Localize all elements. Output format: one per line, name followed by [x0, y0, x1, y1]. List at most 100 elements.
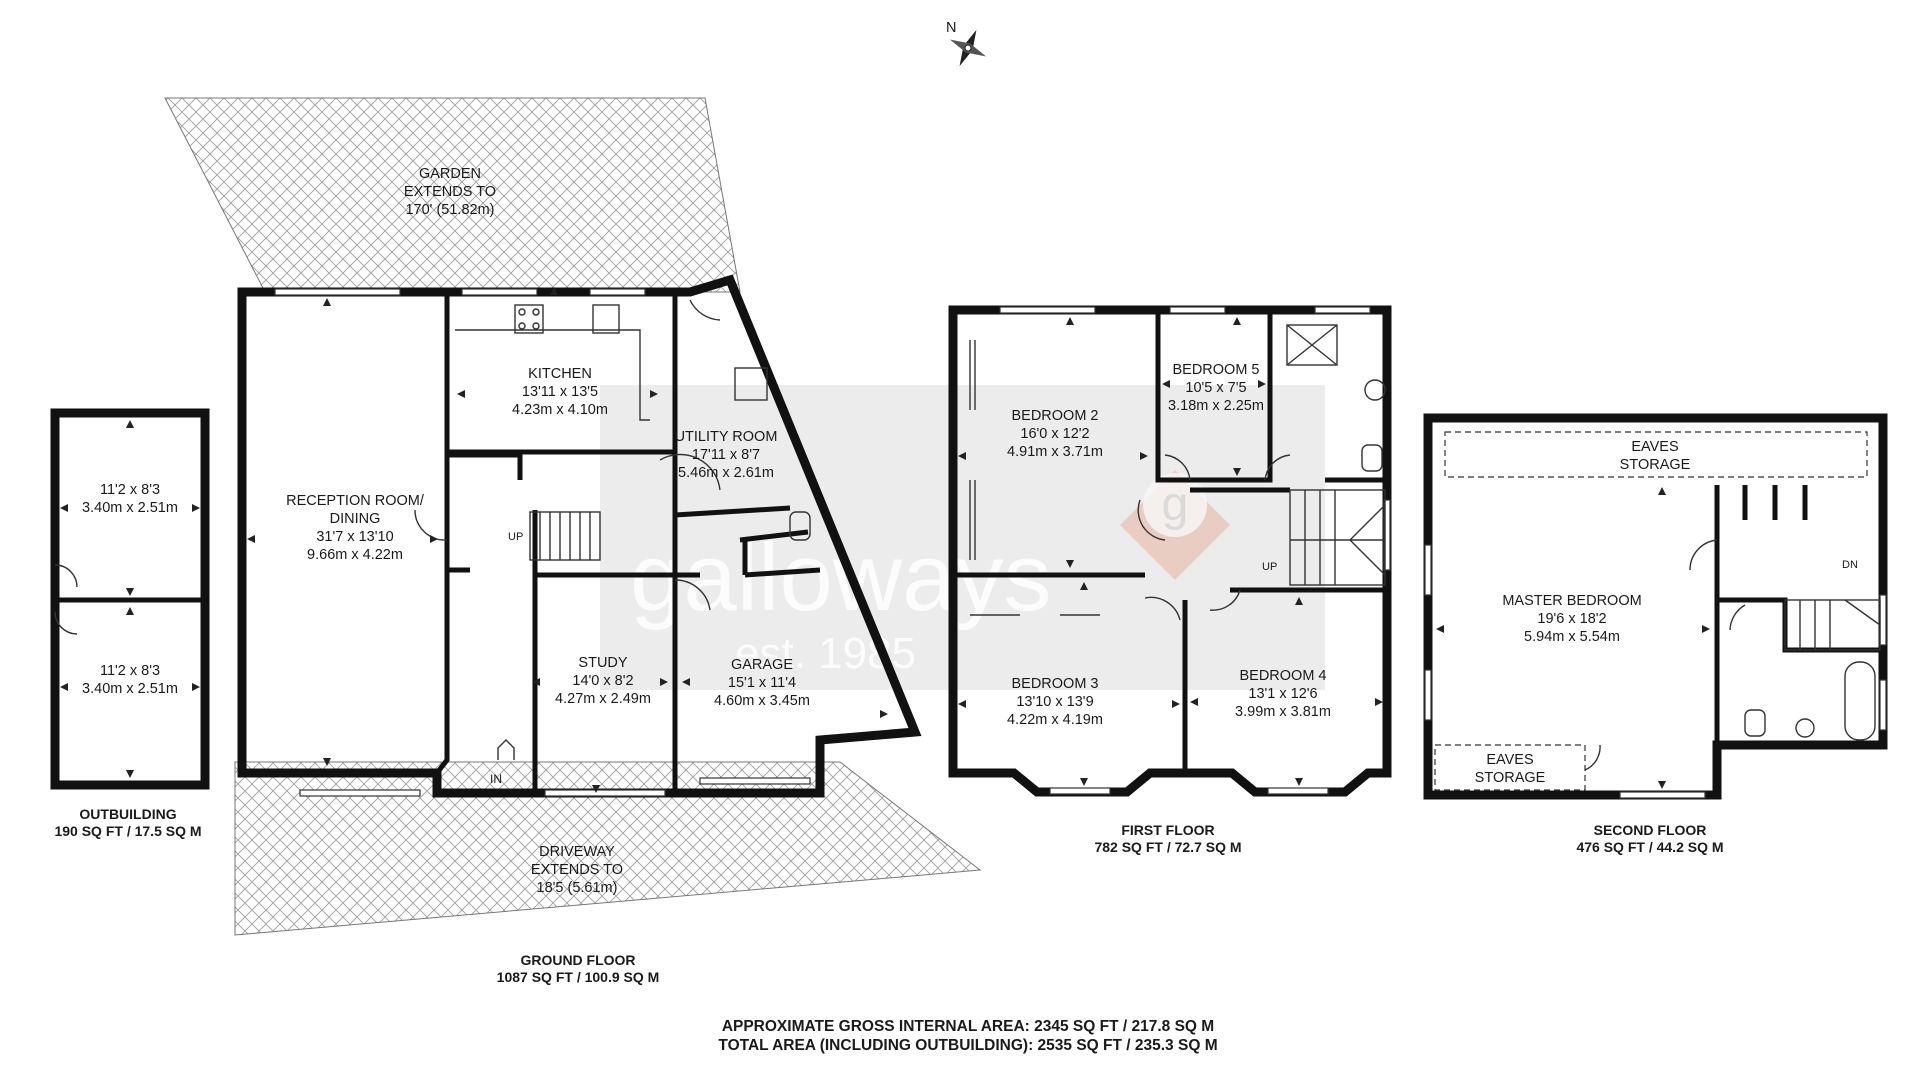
watermark: g galloways est. 1985: [600, 385, 1325, 690]
svg-text:9.66m x 4.22m: 9.66m x 4.22m: [307, 547, 403, 563]
svg-text:14'0 x 8'2: 14'0 x 8'2: [572, 673, 633, 689]
bedroom-4-label: BEDROOM 4 13'1 x 12'6 3.99m x 3.81m: [1235, 668, 1331, 720]
toilet-icon: [789, 511, 811, 541]
svg-text:4.60m x 3.45m: 4.60m x 3.45m: [714, 693, 810, 709]
ground-floor-outline: [237, 274, 922, 798]
svg-text:13'11 x 13'5: 13'11 x 13'5: [522, 384, 598, 400]
ground-floor-title: GROUND FLOOR: [520, 952, 635, 968]
svg-text:19'6 x 18'2: 19'6 x 18'2: [1537, 611, 1606, 627]
garage-label: GARAGE 15'1 x 11'4 4.60m x 3.45m: [714, 657, 810, 709]
first-stairs-label: UP: [1262, 561, 1277, 573]
svg-text:STUDY: STUDY: [578, 655, 627, 671]
outbuilding-room-1-label: 11'2 x 8'3 3.40m x 2.51m: [82, 482, 178, 516]
second-floor: DN: [1423, 413, 1888, 800]
second-floor-area: 476 SQ FT / 44.2 SQ M: [1576, 839, 1723, 855]
first-stairs: [1289, 489, 1386, 586]
garden-area: [164, 97, 741, 293]
svg-text:EAVES: EAVES: [1486, 752, 1533, 768]
svg-text:RECEPTION ROOM/: RECEPTION ROOM/: [286, 493, 425, 509]
ground-floor-area: 1087 SQ FT / 100.9 SQ M: [497, 969, 660, 985]
bath-icon: [1844, 661, 1876, 741]
svg-text:g: g: [1162, 478, 1189, 531]
svg-text:MASTER BEDROOM: MASTER BEDROOM: [1502, 593, 1641, 609]
master-bedroom-label: MASTER BEDROOM 19'6 x 18'2 5.94m x 5.54m: [1502, 593, 1641, 645]
bedroom-3-label: BEDROOM 3 13'10 x 13'9 4.22m x 4.19m: [1007, 676, 1103, 728]
svg-text:5.46m x 2.61m: 5.46m x 2.61m: [678, 465, 774, 481]
svg-text:KITCHEN: KITCHEN: [528, 366, 592, 382]
study-label: STUDY 14'0 x 8'2 4.27m x 2.49m: [555, 655, 651, 707]
garden-label: GARDEN EXTENDS TO 170' (51.82m): [404, 166, 496, 218]
eaves-storage-bottom: [1434, 744, 1586, 791]
svg-text:BEDROOM 4: BEDROOM 4: [1239, 668, 1326, 684]
svg-text:DRIVEWAY: DRIVEWAY: [539, 844, 615, 860]
second-stairs-label: DN: [1842, 559, 1858, 571]
driveway-label: DRIVEWAY EXTENDS TO 18'5 (5.61m): [531, 844, 623, 896]
eaves-storage-top-label: EAVES STORAGE: [1620, 439, 1691, 473]
second-toilet-icon: [1744, 709, 1766, 737]
utility-sink-icon: [734, 367, 768, 401]
outbuilding-area: 190 SQ FT / 17.5 SQ M: [54, 823, 201, 839]
sink-icon: [592, 304, 620, 334]
svg-text:13'1 x 12'6: 13'1 x 12'6: [1248, 686, 1317, 702]
svg-text:4.23m x 4.10m: 4.23m x 4.10m: [512, 402, 608, 418]
svg-text:170' (51.82m): 170' (51.82m): [405, 202, 494, 218]
svg-text:3.18m x 2.25m: 3.18m x 2.25m: [1168, 398, 1264, 414]
svg-text:GARAGE: GARAGE: [731, 657, 793, 673]
svg-text:EAVES: EAVES: [1631, 439, 1678, 455]
svg-text:4.22m x 4.19m: 4.22m x 4.19m: [1007, 712, 1103, 728]
first-floor-area: 782 SQ FT / 72.7 SQ M: [1094, 839, 1241, 855]
eaves-storage-top: [1444, 431, 1868, 478]
svg-text:UTILITY ROOM: UTILITY ROOM: [675, 429, 778, 445]
kitchen-label: KITCHEN 13'11 x 13'5 4.23m x 4.10m: [512, 366, 608, 418]
eaves-storage-bottom-label: EAVES STORAGE: [1475, 752, 1546, 786]
svg-text:BEDROOM 3: BEDROOM 3: [1011, 676, 1098, 692]
first-floor: UP: [948, 305, 1392, 797]
outbuilding-title: OUTBUILDING: [79, 806, 176, 822]
svg-text:11'2 x 8'3: 11'2 x 8'3: [100, 482, 160, 498]
second-stairs: [1784, 599, 1881, 651]
shower-icon: [1286, 324, 1338, 366]
svg-text:EXTENDS TO: EXTENDS TO: [531, 862, 623, 878]
svg-text:BEDROOM 5: BEDROOM 5: [1172, 362, 1259, 378]
reception-room-label: RECEPTION ROOM/ DINING 31'7 x 13'10 9.66…: [286, 493, 425, 563]
driveway-area: [234, 761, 982, 936]
compass-label: N: [946, 20, 956, 36]
svg-text:18'5 (5.61m): 18'5 (5.61m): [537, 880, 618, 896]
svg-text:17'11 x 8'7: 17'11 x 8'7: [692, 447, 760, 463]
svg-text:STORAGE: STORAGE: [1620, 457, 1691, 473]
svg-text:15'1 x 11'4: 15'1 x 11'4: [728, 675, 796, 691]
svg-text:GARDEN: GARDEN: [419, 166, 481, 182]
gross-internal-area: APPROXIMATE GROSS INTERNAL AREA: 2345 SQ…: [722, 1018, 1214, 1035]
total-area: TOTAL AREA (INCLUDING OUTBUILDING): 2535…: [718, 1037, 1217, 1054]
ground-floor: UP IN: [164, 97, 982, 936]
svg-text:5.94m x 5.54m: 5.94m x 5.54m: [1524, 629, 1620, 645]
svg-text:4.91m x 3.71m: 4.91m x 3.71m: [1007, 444, 1103, 460]
svg-text:STORAGE: STORAGE: [1475, 770, 1546, 786]
utility-room-label: UTILITY ROOM 17'11 x 8'7 5.46m x 2.61m: [675, 429, 778, 481]
ground-stairs-label: UP: [508, 531, 523, 543]
svg-text:4.27m x 2.49m: 4.27m x 2.49m: [555, 691, 651, 707]
svg-text:13'10 x 13'9: 13'10 x 13'9: [1016, 694, 1093, 710]
svg-text:16'0 x 12'2: 16'0 x 12'2: [1020, 426, 1089, 442]
first-floor-outline: [948, 305, 1392, 797]
svg-text:3.40m x 2.51m: 3.40m x 2.51m: [82, 500, 178, 516]
svg-text:EXTENDS TO: EXTENDS TO: [404, 184, 496, 200]
svg-text:DINING: DINING: [330, 511, 381, 527]
svg-text:11'2 x 8'3: 11'2 x 8'3: [100, 663, 160, 679]
svg-text:31'7 x 13'10: 31'7 x 13'10: [316, 529, 393, 545]
compass-icon: [949, 29, 987, 67]
first-toilet-icon: [1361, 444, 1383, 472]
svg-text:BEDROOM 2: BEDROOM 2: [1011, 408, 1098, 424]
first-floor-title: FIRST FLOOR: [1121, 822, 1214, 838]
outbuilding-room-2-label: 11'2 x 8'3 3.40m x 2.51m: [82, 663, 178, 697]
bedroom-2-label: BEDROOM 2 16'0 x 12'2 4.91m x 3.71m: [1007, 408, 1103, 460]
svg-text:3.99m x 3.81m: 3.99m x 3.81m: [1235, 704, 1331, 720]
hob-icon: [514, 304, 544, 334]
second-basin-icon: [1795, 718, 1815, 738]
outbuilding: [50, 408, 210, 790]
basin-icon: [1364, 379, 1386, 401]
bedroom-5-label: BEDROOM 5 10'5 x 7'5 3.18m x 2.25m: [1168, 362, 1264, 414]
svg-text:10'5 x 7'5: 10'5 x 7'5: [1185, 380, 1246, 396]
svg-text:3.40m x 2.51m: 3.40m x 2.51m: [82, 681, 178, 697]
